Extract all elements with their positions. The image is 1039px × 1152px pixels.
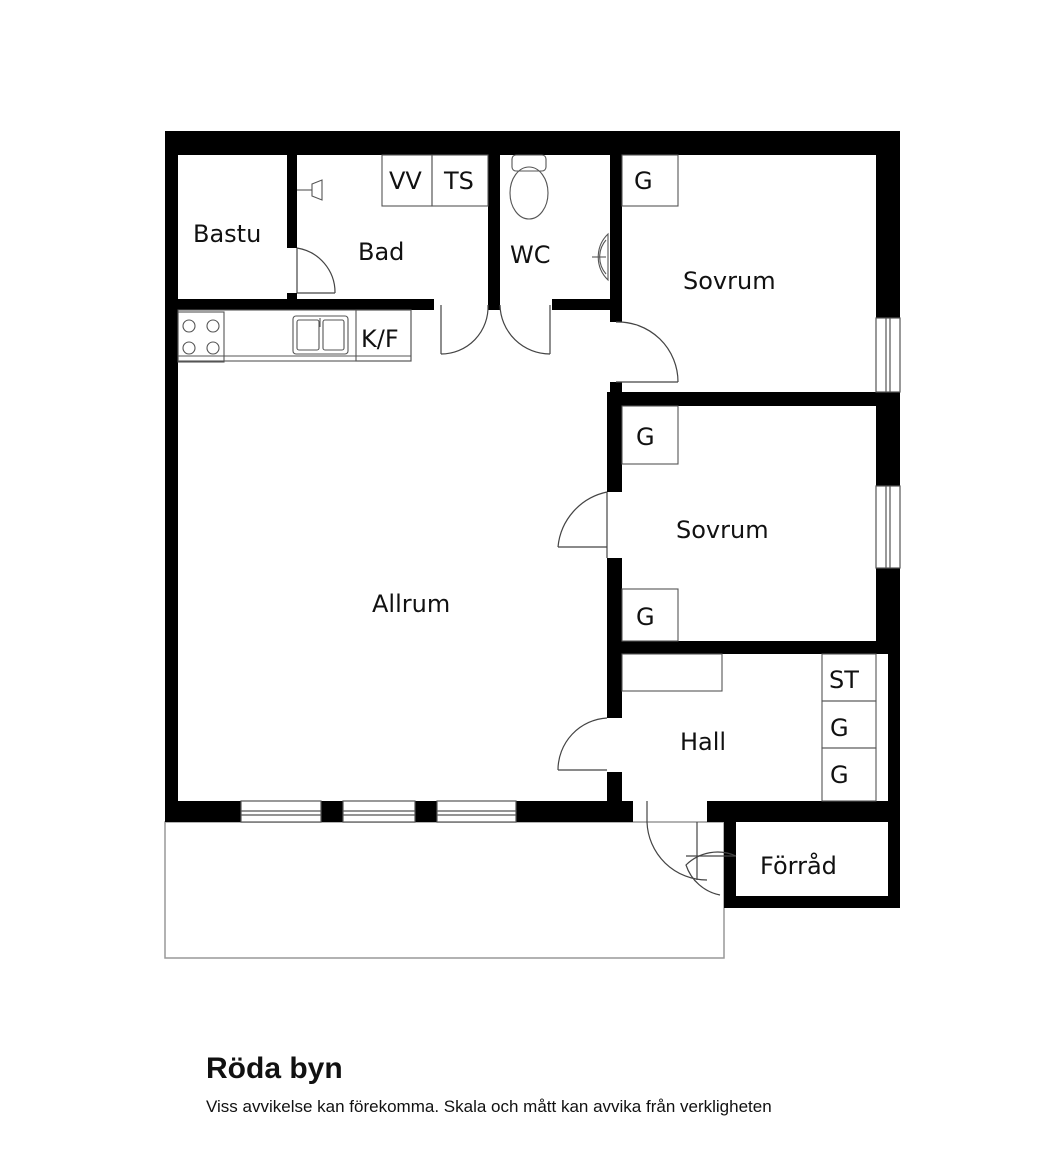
wardrobe-label-g: G <box>634 167 653 195</box>
room-label-bad: Bad <box>358 238 404 266</box>
fixture-label-kf: K/F <box>361 325 399 353</box>
room-label-sovrum-1: Sovrum <box>683 267 776 295</box>
walls <box>165 131 900 908</box>
room-label-bastu: Bastu <box>193 220 261 248</box>
wardrobe-label-g: G <box>636 603 655 631</box>
fixture-label-st: ST <box>829 666 859 694</box>
room-label-forrad: Förråd <box>760 851 837 880</box>
windows <box>240 317 901 823</box>
balcony-outline <box>164 821 725 959</box>
wardrobe-label-g: G <box>830 714 849 742</box>
room-label-allrum: Allrum <box>372 590 450 618</box>
room-label-sovrum-2: Sovrum <box>676 516 769 544</box>
fixtures <box>177 154 877 802</box>
wardrobe-label-g: G <box>830 761 849 789</box>
room-label-hall: Hall <box>680 728 726 756</box>
fixture-label-ts: TS <box>443 167 474 195</box>
room-label-wc: WC <box>510 241 551 269</box>
wardrobe-label-g: G <box>636 423 655 451</box>
doors <box>296 247 737 896</box>
disclaimer-note: Viss avvikelse kan förekomma. Skala och … <box>206 1097 772 1116</box>
plan-title: Röda byn <box>206 1052 343 1085</box>
fixture-label-vv: VV <box>389 167 422 195</box>
